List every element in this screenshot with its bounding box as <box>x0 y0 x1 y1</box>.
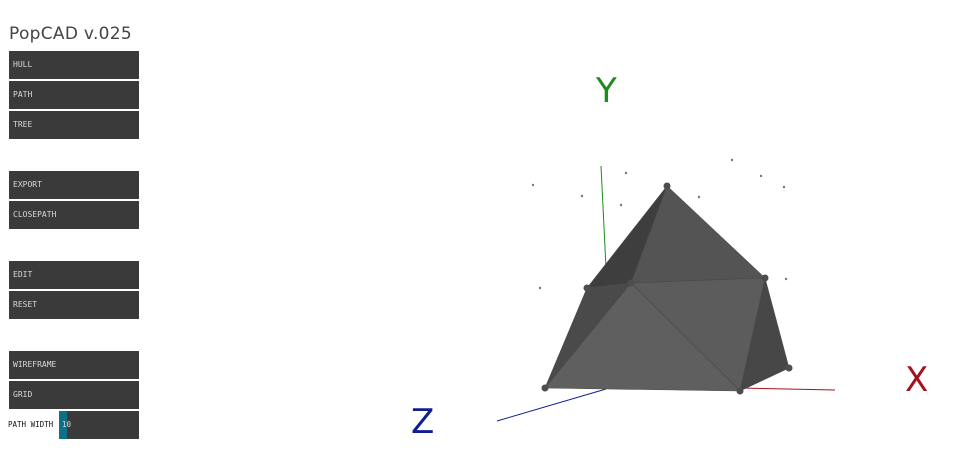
hull-vertex[interactable] <box>627 279 635 287</box>
cloud-point <box>697 195 701 199</box>
path-width-slider[interactable]: 10 <box>59 411 139 439</box>
closepath-button[interactable]: CLOSEPATH <box>9 201 139 229</box>
tree-button[interactable]: TREE <box>9 111 139 139</box>
wireframe-button[interactable]: WIREFRAME <box>9 351 139 379</box>
app-title: PopCAD v.025 <box>9 24 133 44</box>
hull-vertex[interactable] <box>541 384 549 392</box>
cloud-point <box>624 171 628 175</box>
hull-vertex[interactable] <box>736 387 744 395</box>
y-axis-line <box>600 165 607 269</box>
x-axis-label: X <box>905 360 928 400</box>
reset-button[interactable]: RESET <box>9 291 139 319</box>
y-axis-label: Y <box>595 71 617 111</box>
cloud-point <box>784 277 788 281</box>
path-button[interactable]: PATH <box>9 81 139 109</box>
hull-face <box>630 185 766 284</box>
path-width-label: PATH WIDTH <box>8 420 54 429</box>
cloud-point <box>580 194 584 198</box>
cloud-point <box>782 185 786 189</box>
hull-vertex[interactable] <box>761 274 769 282</box>
hull-mesh[interactable] <box>544 185 790 392</box>
export-button[interactable]: EXPORT <box>9 171 139 199</box>
hull-vertex[interactable] <box>583 284 591 292</box>
cloud-point <box>538 286 542 290</box>
z-axis-label: Z <box>411 402 434 442</box>
edit-button[interactable]: EDIT <box>9 261 139 289</box>
hull-vertex[interactable] <box>663 182 671 190</box>
cloud-point <box>730 158 734 162</box>
point-cloud <box>531 158 788 290</box>
hull-button[interactable]: HULL <box>9 51 139 79</box>
x-axis-line <box>739 387 836 391</box>
cloud-point <box>531 183 535 187</box>
cloud-point <box>619 203 623 207</box>
grid-button[interactable]: GRID <box>9 381 139 409</box>
hull-vertices <box>541 182 793 395</box>
path-width-slider-fill <box>59 411 67 439</box>
path-width-value: 10 <box>62 420 72 429</box>
z-axis-line <box>496 388 607 422</box>
hull-face <box>544 282 741 392</box>
hull-vertex[interactable] <box>785 364 793 372</box>
cloud-point <box>759 174 763 178</box>
